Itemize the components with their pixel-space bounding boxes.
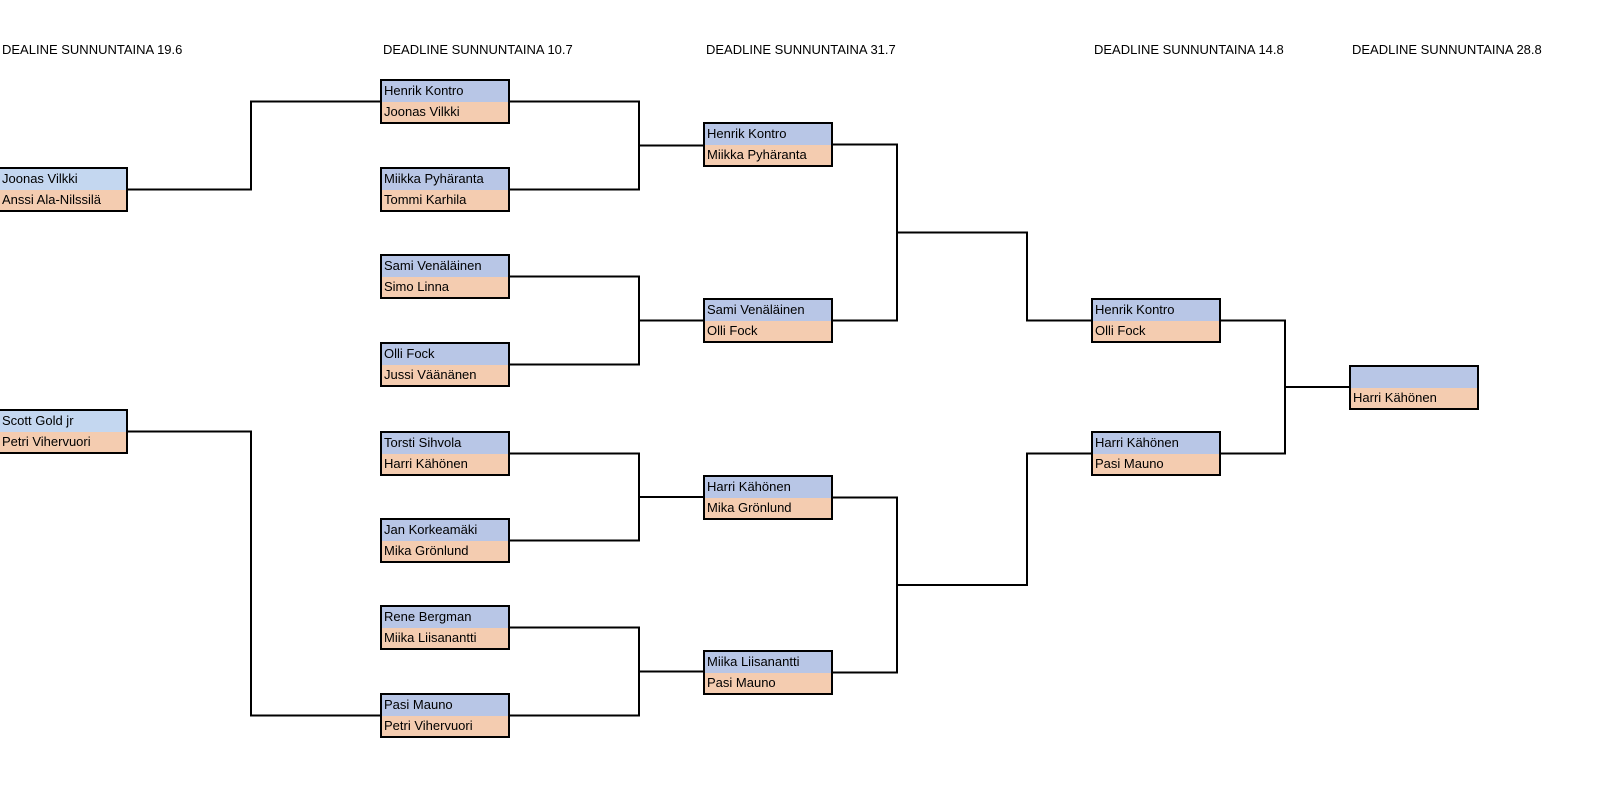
player-top-slot: Rene Bergman bbox=[382, 607, 508, 628]
round-2-deadline-heading: DEADLINE SUNNUNTAINA 10.7 bbox=[383, 42, 573, 57]
player-top-slot: Scott Gold jr bbox=[0, 411, 126, 432]
round-1-deadline-heading: DEALINE SUNNUNTAINA 19.6 bbox=[2, 42, 183, 57]
player-bottom-slot: Pasi Mauno bbox=[1093, 453, 1219, 474]
player-bottom-slot: Mika Grönlund bbox=[382, 540, 508, 561]
player-bottom-slot: Jussi Väänänen bbox=[382, 364, 508, 385]
bracket-connector bbox=[510, 452, 640, 542]
player-bottom-slot: Petri Vihervuori bbox=[382, 715, 508, 736]
round-3-deadline-heading: DEADLINE SUNNUNTAINA 31.7 bbox=[706, 42, 896, 57]
bracket-connector bbox=[897, 452, 1091, 586]
player-top-slot: Miika Liisanantti bbox=[705, 652, 831, 673]
player-top-slot: Torsti Sihvola bbox=[382, 433, 508, 454]
round-5-deadline-heading: DEADLINE SUNNUNTAINA 28.8 bbox=[1352, 42, 1542, 57]
bracket-connector bbox=[833, 143, 898, 322]
player-bottom-slot: Petri Vihervuori bbox=[0, 431, 126, 452]
player-top-slot: Pasi Mauno bbox=[382, 695, 508, 716]
player-top-slot: Miikka Pyhäranta bbox=[382, 169, 508, 190]
bracket-connector bbox=[510, 626, 640, 717]
player-bottom-slot: Mika Grönlund bbox=[705, 497, 831, 518]
player-top-slot bbox=[1351, 367, 1477, 388]
player-top-slot: Joonas Vilkki bbox=[0, 169, 126, 190]
player-top-slot: Henrik Kontro bbox=[1093, 300, 1219, 321]
player-bottom-slot: Harri Kähönen bbox=[382, 453, 508, 474]
player-bottom-slot: Harri Kähönen bbox=[1351, 387, 1477, 408]
bracket-connector bbox=[1221, 319, 1286, 455]
player-top-slot: Jan Korkeamäki bbox=[382, 520, 508, 541]
player-bottom-slot: Olli Fock bbox=[705, 320, 831, 341]
bracket-connector bbox=[510, 275, 640, 366]
bracket-connector bbox=[833, 496, 898, 674]
bracket-connector bbox=[128, 100, 380, 191]
round-4-deadline-heading: DEADLINE SUNNUNTAINA 14.8 bbox=[1094, 42, 1284, 57]
player-bottom-slot: Joonas Vilkki bbox=[382, 101, 508, 122]
player-bottom-slot: Miika Liisanantti bbox=[382, 627, 508, 648]
match-box: Harri Kähönen bbox=[1349, 365, 1479, 410]
player-bottom-slot: Pasi Mauno bbox=[705, 672, 831, 693]
player-bottom-slot: Miikka Pyhäranta bbox=[705, 144, 831, 165]
player-top-slot: Harri Kähönen bbox=[705, 477, 831, 498]
player-top-slot: Sami Venäläinen bbox=[705, 300, 831, 321]
player-top-slot: Olli Fock bbox=[382, 344, 508, 365]
bracket-connector bbox=[510, 100, 640, 191]
player-bottom-slot: Tommi Karhila bbox=[382, 189, 508, 210]
bracket-connector bbox=[128, 430, 380, 717]
bracket-connector bbox=[897, 231, 1091, 322]
player-top-slot: Sami Venäläinen bbox=[382, 256, 508, 277]
player-bottom-slot: Olli Fock bbox=[1093, 320, 1219, 341]
player-bottom-slot: Simo Linna bbox=[382, 276, 508, 297]
player-top-slot: Henrik Kontro bbox=[705, 124, 831, 145]
player-top-slot: Harri Kähönen bbox=[1093, 433, 1219, 454]
player-top-slot: Henrik Kontro bbox=[382, 81, 508, 102]
player-bottom-slot: Anssi Ala-Nilssilä bbox=[0, 189, 126, 210]
